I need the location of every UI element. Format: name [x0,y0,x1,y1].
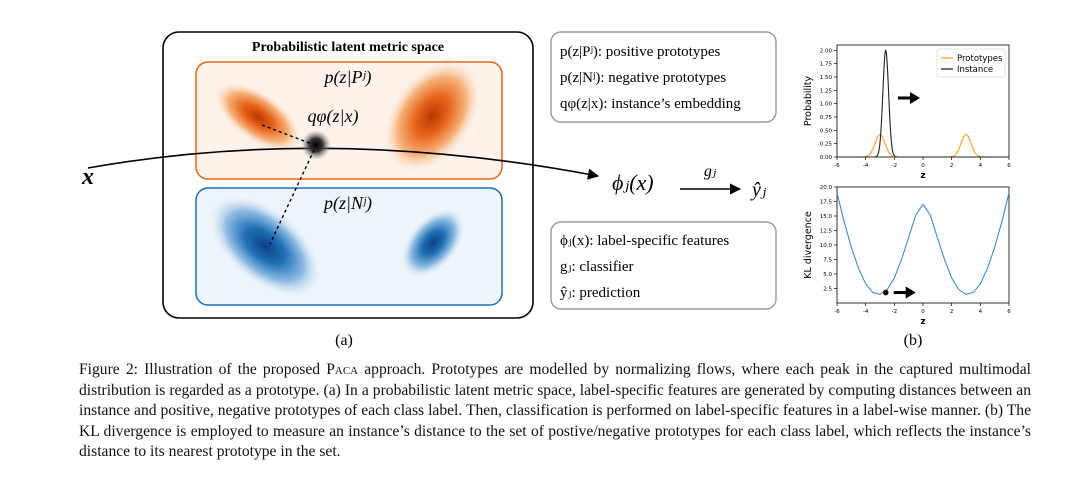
instance-embedding-blob [301,130,331,160]
figure-canvas: Probabilistic latent metric space p(z|Pʲ… [81,31,1011,349]
instance-embedding-label: qφ(z|x) [308,106,359,127]
caption-body: approach. Prototypes are modelled by nor… [79,361,1031,460]
legend-frame [936,48,1006,78]
x-tick-label: -2 [892,163,897,169]
x-tick-label: 0 [921,309,925,315]
series-line-prototypes [837,134,1009,158]
x-tick-label: 2 [950,309,954,315]
positive-label: p(z|Pʲ) [323,67,372,88]
x-tick-label: -4 [863,309,869,315]
x-tick-label: -6 [834,163,840,169]
caption-method-name: Paca [326,361,359,378]
x-tick-label: 6 [1007,163,1011,169]
legend-entry: Instance [957,65,993,75]
x-tick-label: 4 [979,163,983,169]
y-tick-label: 10.0 [820,243,833,249]
legend-box-top [550,31,777,123]
x-axis-label: z [920,171,925,181]
y-axis-label: KL divergence [803,211,814,279]
latent-space-frame [162,31,534,319]
y-tick-label: 1.50 [820,75,833,81]
y-tick-label: 0.50 [820,128,833,134]
probability-chart: -6 -4 -2 0 2 4 6 0.00 0.25 0.50 0.75 1.00 1.25 1.50 1.… [803,44,1011,181]
series-line-instance [837,49,1009,158]
distance-line-positive [261,124,313,145]
legend-entry: Prototypes [957,54,1003,64]
negative-prototype-blob-left [209,195,321,297]
x-tick-label: -2 [892,309,897,315]
y-tick-label: 15.0 [820,214,833,220]
y-tick-label: 2.00 [820,48,833,54]
legend-top-line-2: p(z|Nʲ): negative prototypes [560,70,726,86]
legend-box-bottom [550,221,777,310]
panel-b-label: (b) [904,332,923,349]
y-tick-label: 17.5 [820,200,833,206]
legend-bottom-line-3: ŷⱼ: prediction [560,285,641,301]
instance-marker [882,289,889,296]
x-tick-label: -6 [834,309,840,315]
figure-caption: Figure 2: Illustration of the proposed P… [79,360,1031,463]
y-tick-label: 20.0 [820,185,833,191]
legend-top-line-3: qφ(z|x): instance’s embedding [560,96,741,112]
series-line-kl [836,192,1010,295]
x-tick-label: 6 [1007,309,1011,315]
input-x-label: x [81,164,94,190]
panel-a-label: (a) [335,332,353,349]
y-tick-label: 2.5 [823,287,832,293]
y-tick-label: 0.75 [820,115,833,121]
legend-bottom-line-2: gⱼ: classifier [560,259,634,275]
negative-label: p(z|Nʲ) [322,193,372,214]
input-flow-curve [87,147,600,180]
feature-phi-label: ϕⱼ(x) [612,170,654,195]
y-tick-label: 1.00 [820,102,833,108]
x-tick-label: 2 [950,163,954,169]
y-tick-label: 5.0 [823,272,832,278]
x-axis-label: z [920,317,925,327]
x-tick-label: 4 [979,309,983,315]
negative-prototype-blob-right [401,208,465,278]
x-tick-label: -4 [863,163,869,169]
caption-lead: Figure 2: Illustration of the proposed [79,361,327,378]
y-tick-label: 7.5 [823,258,832,264]
prediction-yhat-label: ŷⱼ [750,179,767,201]
positive-prototype-blob-right [383,60,481,172]
right-arrow-icon-head [905,286,916,299]
y-tick-label: 1.25 [820,88,833,94]
y-tick-label: 0.00 [820,155,833,161]
kl-divergence-chart: -6 -4 -2 0 2 4 6 2.5 5.0 7.5 10.0 12.5 15.0 17.5 20.0 z… [803,185,1011,327]
y-tick-label: 0.25 [820,142,833,148]
y-tick-label: 12.5 [820,229,833,235]
latent-space-title: Probabilistic latent metric space [252,40,444,55]
y-tick-label: 1.75 [820,62,833,68]
classifier-g-label: gⱼ [704,163,717,180]
legend-bottom-line-1: ϕⱼ(x): label-specific features [560,233,729,249]
y-axis-label: Probability [803,76,814,127]
positive-prototype-blob-left [214,82,302,152]
distance-line-negative [269,149,315,245]
right-arrow-icon-head [910,92,920,104]
legend-top-line-1: p(z|Pʲ): positive prototypes [560,44,720,60]
x-tick-label: 0 [921,163,925,169]
